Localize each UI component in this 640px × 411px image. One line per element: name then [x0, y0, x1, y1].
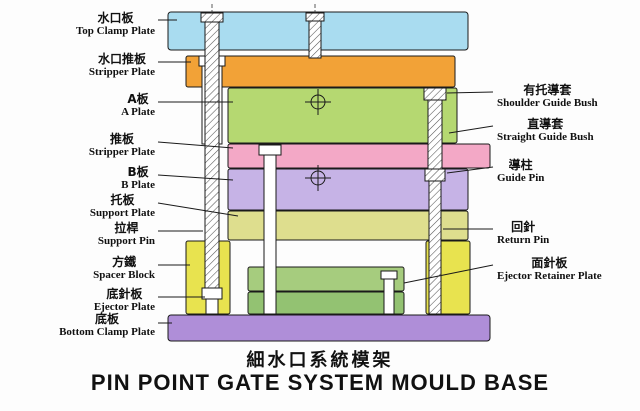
label-ejector-retainer-plate-cn: 面針板	[531, 256, 568, 270]
center-lines	[211, 4, 316, 13]
label-b-plate-en: B Plate	[121, 179, 155, 191]
label-ejector-retainer-plate: 面針板 Ejector Retainer Plate	[497, 257, 602, 283]
label-straight-guide-bush-cn: 直導套	[527, 117, 564, 131]
a-plate	[227, 87, 458, 144]
runner-stripper-plate	[185, 55, 456, 88]
ejector-retainer-pin	[380, 270, 398, 315]
label-spacer-block-en: Spacer Block	[93, 269, 155, 281]
leader-lines-left	[157, 19, 239, 324]
label-support-plate: 托板 Support Plate	[90, 194, 155, 220]
label-support-plate-en: Support Plate	[89, 207, 155, 219]
label-bottom-clamp-plate-cn: 底板	[95, 312, 120, 326]
label-ejector-plate: 底針板 Ejector Plate	[94, 288, 155, 314]
top-center-pin	[305, 12, 325, 59]
label-runner-stripper-plate-en: Stripper Plate	[88, 66, 155, 78]
label-runner-stripper-plate-cn: 水口推板	[97, 52, 146, 66]
label-shoulder-guide-bush-cn: 有托導套	[523, 83, 572, 97]
label-a-plate-cn: A板	[127, 92, 149, 106]
label-b-plate-cn: B板	[127, 165, 149, 179]
label-a-plate-en: A Plate	[121, 106, 155, 118]
ejector-plate	[247, 291, 405, 315]
label-top-clamp-plate-cn: 水口板	[97, 11, 134, 25]
label-guide-pin-cn: 導柱	[508, 158, 533, 172]
label-b-plate: B板 B Plate	[121, 166, 155, 192]
label-stripper-plate-cn: 推板	[109, 132, 134, 146]
label-return-pin-cn: 回針	[511, 220, 536, 234]
label-a-plate: A板 A Plate	[121, 93, 155, 119]
label-bottom-clamp-plate: 底板 Bottom Clamp Plate	[59, 313, 155, 339]
label-bottom-clamp-plate-en: Bottom Clamp Plate	[59, 326, 155, 338]
bottom-clamp-plate	[167, 314, 491, 342]
label-straight-guide-bush: 直導套 Straight Guide Bush	[497, 118, 594, 144]
label-top-clamp-plate: 水口板 Top Clamp Plate	[76, 12, 155, 38]
stripper-plate	[227, 143, 491, 169]
center-pin	[258, 144, 282, 315]
label-support-plate-cn: 托板	[110, 193, 135, 207]
label-ejector-retainer-plate-en: Ejector Retainer Plate	[497, 270, 602, 282]
ejector-retainer-plate	[247, 266, 405, 292]
label-ejector-plate-cn: 底針板	[106, 287, 143, 301]
label-support-pin-cn: 拉桿	[114, 221, 139, 235]
label-stripper-plate-en: Stripper Plate	[88, 146, 155, 158]
label-straight-guide-bush-en: Straight Guide Bush	[497, 131, 594, 143]
label-support-pin: 拉桿 Support Pin	[98, 222, 155, 248]
label-shoulder-guide-bush: 有托導套 Shoulder Guide Bush	[497, 84, 598, 110]
label-support-pin-en: Support Pin	[97, 235, 155, 247]
label-guide-pin: 導柱 Guide Pin	[497, 159, 544, 185]
label-runner-stripper-plate: 水口推板 Stripper Plate	[89, 53, 155, 79]
label-return-pin: 回針 Return Pin	[497, 221, 549, 247]
label-return-pin-en: Return Pin	[497, 234, 550, 246]
label-shoulder-guide-bush-en: Shoulder Guide Bush	[497, 97, 598, 109]
support-plate	[227, 210, 469, 241]
label-ejector-plate-en: Ejector Plate	[93, 301, 155, 313]
label-spacer-block: 方鐵 Spacer Block	[93, 256, 155, 282]
title-chinese: 細水口系統模架	[246, 350, 394, 371]
label-stripper-plate: 推板 Stripper Plate	[89, 133, 155, 159]
label-top-clamp-plate-en: Top Clamp Plate	[75, 25, 155, 37]
label-spacer-block-cn: 方鐵	[112, 255, 137, 269]
screw-hole-marks	[305, 89, 331, 191]
return-pin	[423, 87, 447, 315]
leader-lines-right	[403, 91, 494, 284]
b-plate	[227, 168, 469, 211]
label-guide-pin-en: Guide Pin	[497, 172, 545, 184]
title-english: PIN POINT GATE SYSTEM MOULD BASE	[90, 370, 550, 395]
